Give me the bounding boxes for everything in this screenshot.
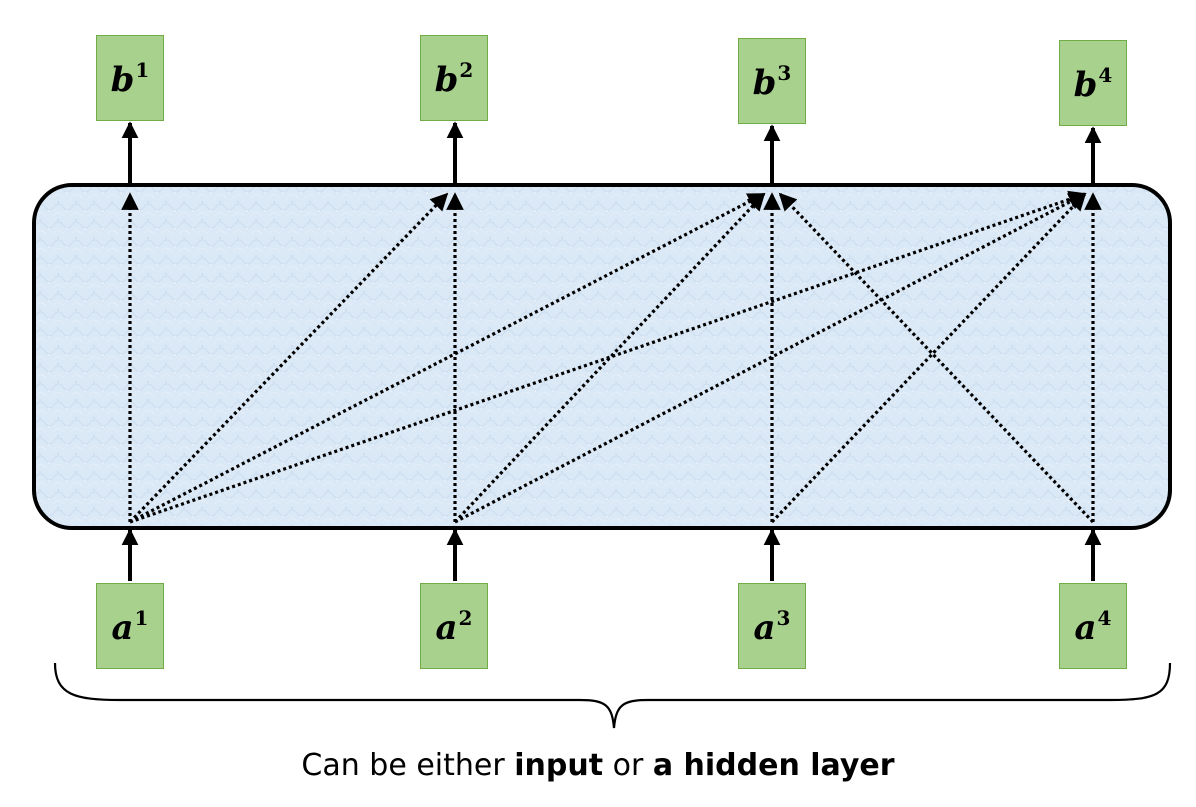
caption-bold-hidden-layer: a hidden layer xyxy=(652,748,895,783)
output-node-label: b2 xyxy=(435,60,474,97)
input-superscript: 4 xyxy=(1097,605,1112,630)
input-node-label: a4 xyxy=(1075,608,1112,645)
output-superscript: 4 xyxy=(1098,62,1113,87)
caption-bold-input: input xyxy=(514,748,604,783)
input-node-3: a3 xyxy=(738,583,806,669)
output-letter: b xyxy=(110,59,135,100)
input-letter: a xyxy=(753,607,776,648)
caption: Can be either input or a hidden layer xyxy=(0,748,1196,783)
caption-text-2: or xyxy=(603,748,653,783)
attention-connections xyxy=(121,190,1102,524)
output-node-1: b1 xyxy=(96,35,164,121)
output-node-label: b1 xyxy=(111,60,150,97)
input-superscript: 1 xyxy=(134,605,149,630)
input-node-4: a4 xyxy=(1059,583,1127,669)
input-node-label: a3 xyxy=(754,608,791,645)
output-superscript: 2 xyxy=(459,57,474,82)
input-node-label: a1 xyxy=(112,608,149,645)
curly-brace xyxy=(53,662,1172,729)
output-letter: b xyxy=(434,59,459,100)
input-node-label: a2 xyxy=(436,608,473,645)
output-node-4: b4 xyxy=(1059,40,1127,126)
attention-connection-a1-b3 xyxy=(129,192,766,524)
input-node-1: a1 xyxy=(96,583,164,669)
output-node-label: b4 xyxy=(1074,65,1113,102)
input-superscript: 2 xyxy=(458,605,473,630)
output-node-label: b3 xyxy=(753,63,792,100)
attention-connection-a2-b4 xyxy=(454,192,1087,524)
input-node-2: a2 xyxy=(420,583,488,669)
output-node-3: b3 xyxy=(738,38,806,124)
input-letter: a xyxy=(1074,607,1097,648)
output-letter: b xyxy=(752,62,777,103)
output-letter: b xyxy=(1073,64,1098,105)
input-superscript: 3 xyxy=(776,605,791,630)
output-superscript: 3 xyxy=(777,60,792,85)
output-superscript: 1 xyxy=(135,57,150,82)
caption-text-1: Can be either xyxy=(301,748,515,783)
input-letter: a xyxy=(111,607,134,648)
attention-layer-box xyxy=(32,183,1172,530)
attention-connection-a1-b2 xyxy=(128,192,449,524)
io-arrows xyxy=(121,121,1102,581)
output-node-2: b2 xyxy=(420,35,488,121)
input-letter: a xyxy=(435,607,458,648)
